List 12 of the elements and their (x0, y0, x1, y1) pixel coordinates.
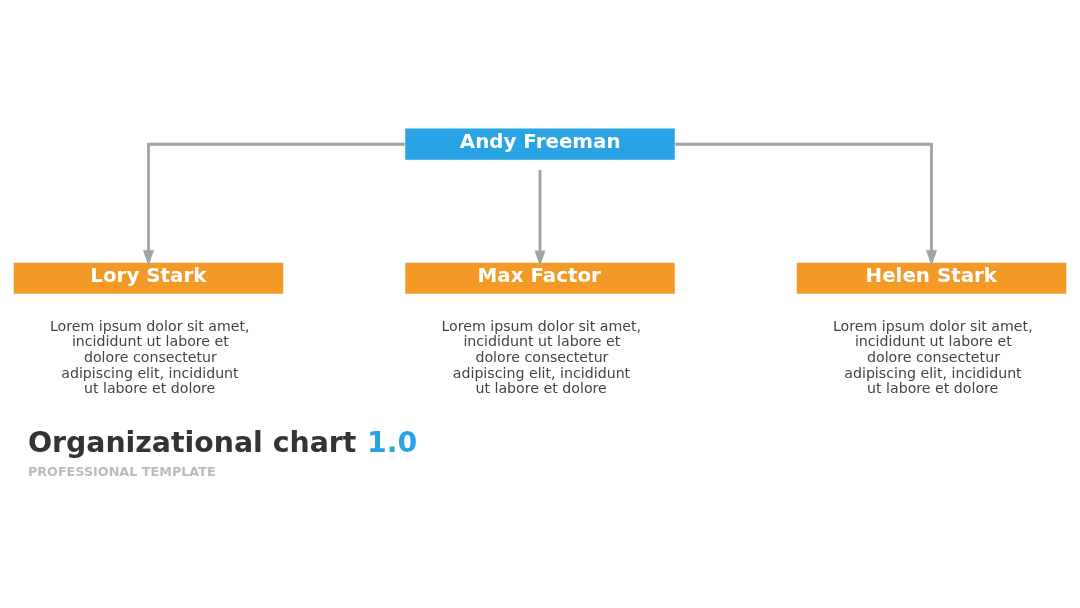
arrow (675, 142, 937, 266)
node-box: Lory Stark (13, 262, 284, 294)
arrow (534, 169, 546, 266)
caption: PROFESSIONAL TEMPLATE (27, 463, 216, 479)
arrow (143, 142, 405, 266)
node-label: Lorem ipsum dolor sit amet, incididunt ut labore et dolore consectetur adipiscing elit, incididunt ut labore et dolore (832, 317, 1033, 396)
node-box: Helen Stark (796, 262, 1067, 294)
node-box: Max Factor (405, 262, 675, 294)
node-box: Andy Freeman (405, 128, 675, 160)
node-label: Lorem ipsum dolor sit amet, incididunt ut labore et dolore consectetur adipiscing elit, incididunt ut labore et dolore (49, 317, 250, 396)
node-label: Lorem ipsum dolor sit amet, incididunt ut labore et dolore consectetur adipiscing elit, incididunt ut labore et dolore (441, 317, 642, 396)
diagram-title: Organizational chart 1.0 (27, 425, 418, 459)
